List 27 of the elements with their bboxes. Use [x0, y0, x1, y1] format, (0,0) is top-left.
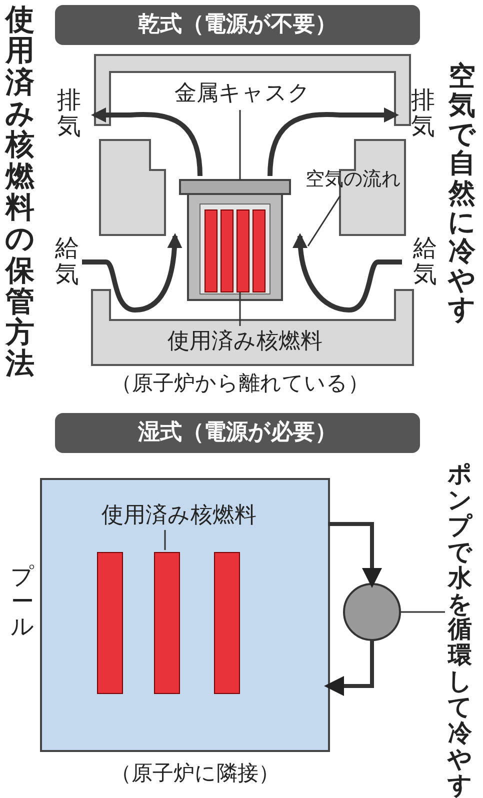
leader-line [239, 110, 241, 180]
section-header-band: 湿式（電源が必要） [55, 413, 420, 453]
vertical-title: 使用済み核燃料の保管方法 [4, 4, 36, 380]
callout-label: 排気 [56, 88, 82, 140]
callout-label: 給気 [54, 236, 80, 288]
callout-label: 排気 [410, 88, 436, 140]
pump-circle [343, 583, 401, 641]
fuel-rod [154, 552, 180, 694]
section-header-band: 乾式（電源が不要） [55, 5, 420, 45]
fuel-rods [204, 210, 266, 292]
pipe-arrow [328, 522, 382, 588]
pool-tank [40, 478, 330, 752]
vertical-caption: 空気で自然に冷やす [447, 62, 477, 324]
note-text: （原子炉に隣接） [110, 760, 280, 787]
callout-label: 給気 [412, 236, 438, 288]
pipe-arrow [324, 640, 374, 696]
leader-line [400, 611, 445, 613]
leader-line [307, 196, 341, 246]
side-label: プール [10, 565, 36, 640]
leader-line [164, 530, 166, 550]
fuel-rod [214, 552, 240, 694]
leader-line [239, 292, 241, 326]
fuel-rod [97, 552, 123, 694]
note-text: （原子炉から離れている） [110, 370, 370, 397]
callout-label: 使用済み核燃料 [64, 500, 294, 532]
vertical-caption: ポンプで水を循環して冷やす [447, 462, 474, 798]
metal-cask [179, 179, 291, 301]
